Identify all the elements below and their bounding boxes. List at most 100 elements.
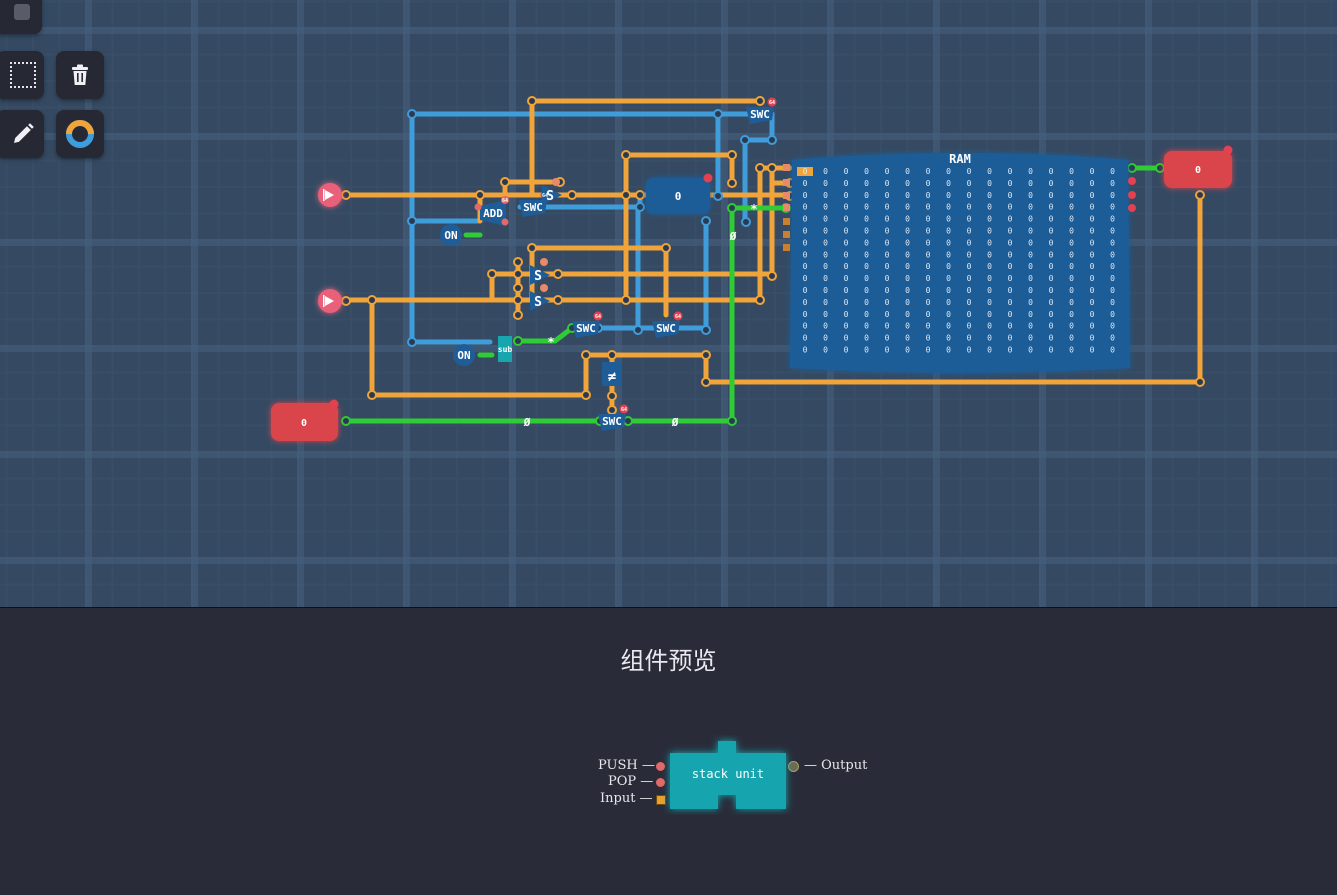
ram-cell: 0	[844, 203, 849, 212]
ram-cell: 0	[1090, 167, 1095, 176]
ram-cell: 0	[1049, 191, 1054, 200]
bus-wires[interactable]	[343, 98, 1203, 413]
on-constant[interactable]	[453, 344, 475, 366]
active-wires[interactable]	[343, 165, 1163, 424]
data-wires[interactable]	[409, 111, 775, 345]
ram-cell-selected[interactable]	[797, 167, 813, 176]
ram-cell: 0	[803, 238, 808, 247]
ram-cell: 0	[926, 238, 931, 247]
ram-cell: 0	[864, 203, 869, 212]
on-constant[interactable]	[440, 224, 462, 246]
switch-component[interactable]	[652, 321, 680, 338]
subcomponent[interactable]	[498, 336, 512, 362]
switch-component[interactable]	[598, 414, 626, 431]
ram-cell: 0	[885, 310, 890, 319]
wire-value-label: *	[547, 335, 554, 349]
active-junction	[1155, 163, 1165, 173]
compare-label: ≠	[608, 369, 616, 385]
ram-component[interactable]	[790, 153, 1130, 373]
ram-cell: 0	[926, 322, 931, 331]
wire-value-label: *	[750, 202, 757, 216]
data-junction	[407, 337, 417, 347]
delete-button[interactable]	[56, 51, 104, 99]
bus-junction	[487, 269, 497, 279]
ram-cell: 0	[1049, 179, 1054, 188]
ram-cell: 0	[803, 334, 808, 343]
ram-cell: 0	[905, 298, 910, 307]
ram-cell: 0	[987, 215, 992, 224]
ram-cell: 0	[1110, 250, 1115, 259]
ram-cell: 0	[1028, 274, 1033, 283]
bus-junction	[513, 310, 523, 320]
wire-value-label: Ø	[729, 230, 737, 243]
ram-cell: 0	[1008, 286, 1013, 295]
input-pin	[341, 296, 351, 306]
ram-cell: 0	[844, 334, 849, 343]
ram-cell: 0	[926, 298, 931, 307]
compare-component[interactable]	[602, 362, 622, 386]
output-display[interactable]	[271, 403, 338, 441]
ram-cell: 0	[1069, 322, 1074, 331]
ram-cell: 0	[1028, 286, 1033, 295]
on-label: ON	[444, 229, 457, 242]
ram-cell: 0	[1028, 191, 1033, 200]
bus-junction	[701, 350, 711, 360]
active-junction	[727, 203, 737, 213]
ram-cell: 0	[864, 262, 869, 271]
pin	[474, 203, 482, 211]
switch-component[interactable]	[519, 200, 547, 217]
output-value: 0	[1195, 165, 1201, 176]
adder-component[interactable]	[480, 200, 506, 226]
ram-cell: 0	[1028, 179, 1033, 188]
play-bar-icon	[323, 295, 325, 307]
pop-pin	[656, 778, 665, 787]
bus-junction	[367, 295, 377, 305]
ram-cell: 0	[926, 179, 931, 188]
ram-cell: 0	[1028, 227, 1033, 236]
ram-cell: 0	[967, 250, 972, 259]
circuit-components[interactable]	[271, 97, 1233, 442]
pin	[540, 258, 548, 266]
bit-badge-label: 64	[542, 193, 548, 199]
select-area-button[interactable]	[0, 51, 44, 99]
ram-cell: 0	[823, 298, 828, 307]
ram-input-pin	[783, 192, 790, 199]
stop-button[interactable]	[0, 0, 42, 34]
ram-cell: 0	[885, 203, 890, 212]
ram-cell: 0	[926, 262, 931, 271]
bit-badge	[501, 196, 509, 204]
ram-cell: 0	[1110, 215, 1115, 224]
switch-component[interactable]	[572, 321, 600, 338]
bus-junction	[527, 243, 537, 253]
ram-cell: 0	[987, 334, 992, 343]
bus-junction	[513, 269, 523, 279]
ram-cell: 0	[967, 167, 972, 176]
ram-cell: 0	[803, 310, 808, 319]
ram-output-pin	[1128, 177, 1136, 185]
ram-cell: 0	[905, 286, 910, 295]
stack-unit-component[interactable]	[662, 735, 802, 815]
ram-cell: 0	[926, 346, 931, 355]
bit-badge-label: 64	[675, 314, 681, 320]
bit-badge	[767, 97, 777, 107]
select-component[interactable]	[530, 265, 550, 285]
ram-cell: 0	[823, 286, 828, 295]
select-component[interactable]	[542, 185, 562, 205]
data-junction	[701, 216, 711, 226]
register-component[interactable]	[646, 178, 710, 214]
ram-cell: 0	[1069, 167, 1074, 176]
bit-badge-label: 64	[595, 314, 601, 320]
switch-component[interactable]	[746, 107, 774, 124]
ram-cell: 0	[1008, 346, 1013, 355]
ram-cell: 0	[1110, 286, 1115, 295]
ram-cell: 0	[967, 227, 972, 236]
output-display[interactable]	[1164, 151, 1232, 188]
select-component[interactable]	[530, 291, 550, 311]
color-button[interactable]	[56, 110, 104, 158]
ram-cell: 0	[946, 203, 951, 212]
ram-cell: 0	[885, 298, 890, 307]
edit-button[interactable]	[0, 110, 44, 158]
ram-cell: 0	[905, 310, 910, 319]
